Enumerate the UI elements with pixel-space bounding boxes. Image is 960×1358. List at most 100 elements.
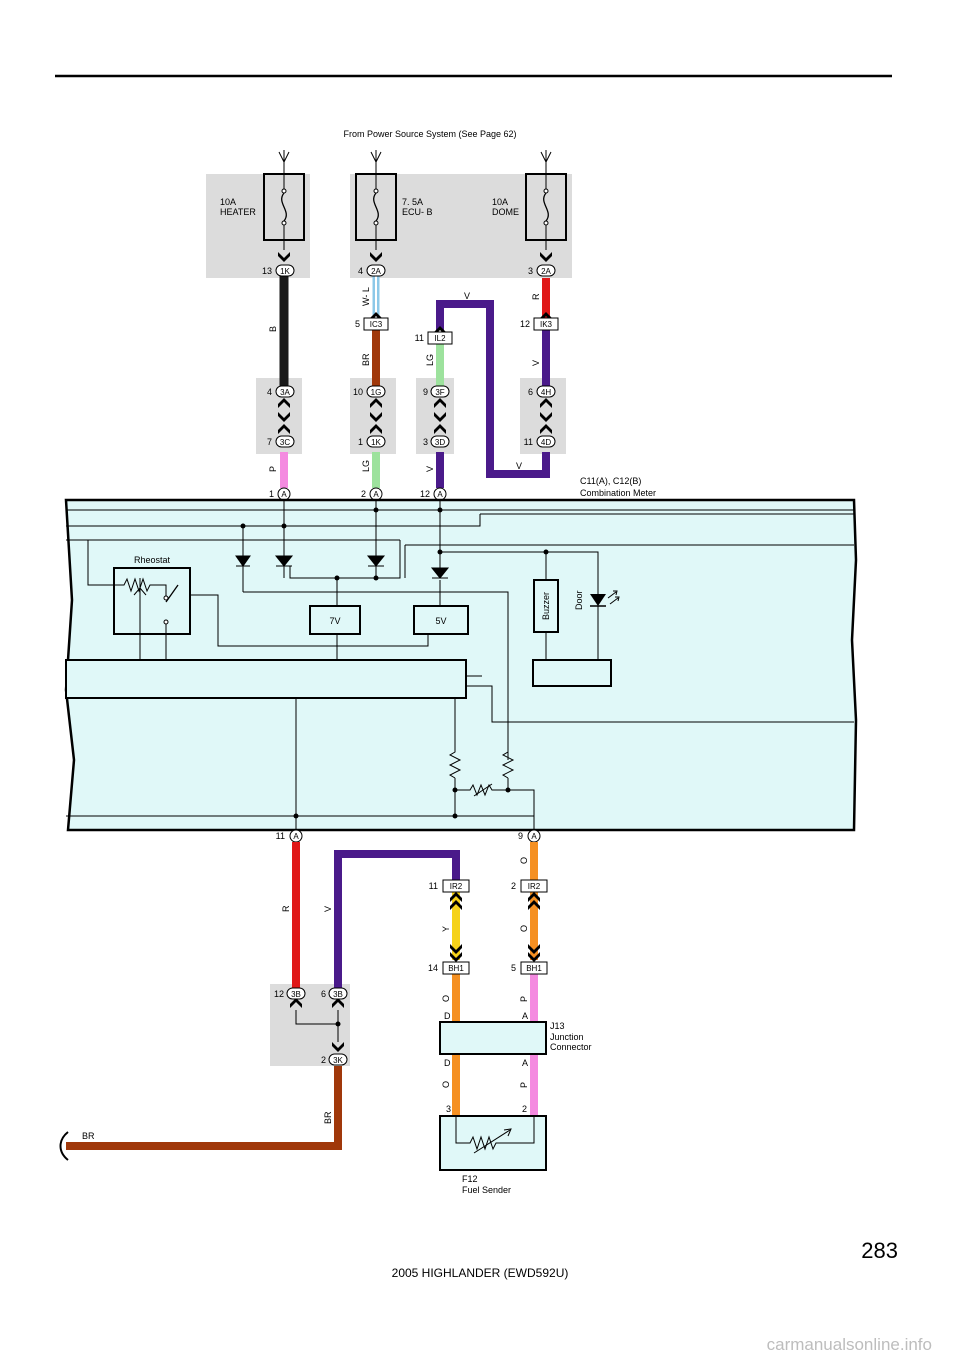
meter-ic-small: [532, 659, 612, 687]
meter-ic-main: [65, 659, 467, 699]
conn-3b-12-pin: 12: [274, 989, 284, 999]
wire-v-loop: [436, 300, 550, 478]
fuse-heater: [263, 173, 305, 250]
wire-code-p-2: P: [519, 996, 529, 1002]
meter-pin-a2-pin: 2: [361, 489, 366, 499]
watermark: carmanualsonline.info: [767, 1335, 932, 1354]
conn-bh1-left: [442, 961, 470, 975]
meter-pin-a12-pin: 12: [420, 489, 430, 499]
conn-il2-pin: 11: [415, 333, 424, 343]
conn-3k-id: 3K: [333, 1056, 343, 1065]
j13-a-bottom: A: [522, 1058, 528, 1068]
wire-code-r-1: R: [531, 293, 541, 300]
splice-3b: [295, 1010, 338, 1025]
fuel-sender-variable-resistor-icon: [455, 1116, 535, 1154]
conn-3d-pin: 3: [423, 437, 428, 447]
wire-code-o-1: O: [519, 857, 529, 864]
power-arrows: [278, 150, 552, 174]
ecu-dome-fuse-area: [350, 174, 572, 278]
conn-3b-6-pin: 6: [321, 989, 326, 999]
conn-4d-id: 4D: [541, 438, 551, 447]
conn-1k-lower-id: 1K: [371, 438, 381, 447]
conn-4h-pin: 6: [528, 387, 533, 397]
ecu-fuse-name: ECU- B: [402, 207, 433, 217]
conn-ik3-pin: 12: [520, 319, 530, 329]
meter-title-1: C11(A), C12(B): [580, 476, 641, 486]
diodes: [235, 555, 450, 579]
conn-bh1-left-pin: 14: [428, 963, 438, 973]
chevrons-upper: [278, 312, 552, 434]
conn-bh1-left-id: BH1: [448, 964, 464, 973]
rheostat-label: Rheostat: [134, 555, 171, 565]
wire-code-y: Y: [441, 926, 451, 932]
conn-1g-pin: 10: [353, 387, 363, 397]
wire-code-br-1: BR: [361, 353, 371, 366]
conn-3b-6: [328, 987, 348, 1000]
conn-ir2-left-id: IR2: [450, 882, 463, 891]
wire-code-v-1: V: [464, 291, 470, 301]
buzzer: [533, 579, 559, 633]
meter-pin-a11-pin: 11: [276, 831, 285, 841]
conn-3b-6-id: 3B: [333, 990, 343, 999]
conn-3f-pin: 9: [423, 387, 428, 397]
conn-ik3-id: IK3: [540, 320, 553, 329]
conn-3k-pin: 2: [321, 1055, 326, 1065]
conn-1g-id: 1G: [371, 388, 382, 397]
wire-br-ground: [66, 1066, 342, 1150]
page-number: 283: [861, 1238, 898, 1263]
wire-code-v-5: V: [323, 906, 333, 912]
meter-pin-a12-id: A: [437, 490, 443, 499]
meter-pin-a11-id: A: [293, 832, 299, 841]
heater-fuse-name: HEATER: [220, 207, 256, 217]
fuse-ecu-b: [355, 173, 397, 250]
meter-title-2: Combination Meter: [580, 488, 656, 498]
j13-junction-connector: [439, 1021, 547, 1055]
j13-title-3: Connector: [550, 1042, 592, 1052]
heater-fuse-amp: 10A: [220, 197, 236, 207]
wire-code-br-3: BR: [82, 1131, 95, 1141]
wire-code-lg-1: LG: [425, 354, 435, 366]
dome-fuse-amp: 10A: [492, 197, 508, 207]
conn-3d-id: 3D: [435, 438, 445, 447]
wire-code-v-3: V: [425, 466, 435, 472]
conn-3b-12-id: 3B: [291, 990, 301, 999]
fuse-dome: [525, 173, 567, 250]
j13-d-bottom: D: [444, 1058, 451, 1068]
conn-3k: [328, 1053, 348, 1066]
conn-ir2-left: [442, 879, 470, 893]
fuel-sender-title-1: F12: [462, 1174, 478, 1184]
buzzer-label: Buzzer: [541, 592, 551, 620]
sender-pin-2: 2: [522, 1104, 527, 1114]
regulator-5v: [413, 605, 469, 635]
conn-3b-12: [286, 987, 306, 1000]
meter-pin-a9-id: A: [531, 832, 537, 841]
rect-connectors: [363, 317, 559, 345]
oval-connectors: [275, 264, 556, 501]
wire-code-p-1: P: [268, 466, 278, 472]
footer-model: 2005 HIGHLANDER (EWD592U): [392, 1266, 569, 1280]
conn-2a-ecu-pin: 4: [358, 266, 363, 276]
meter-resistors: [448, 748, 515, 797]
fuse-bottom-chevrons: [278, 252, 552, 262]
wire-code-p-3: P: [519, 1082, 529, 1088]
conn-bh1-right-pin: 5: [511, 963, 516, 973]
conn-3a-pin: 4: [267, 387, 272, 397]
j13-title-1: J13: [550, 1021, 565, 1031]
conn-4h-id: 4H: [541, 388, 551, 397]
conn-3a-id: 3A: [280, 388, 290, 397]
meter-pin-a1-pin: 1: [269, 489, 274, 499]
conn-ic3-id: IC3: [370, 320, 383, 329]
wire-code-w-l: W- L: [361, 287, 371, 306]
conn-2a-ecu-id: 2A: [371, 267, 381, 276]
conn-ir2-right-id: IR2: [528, 882, 541, 891]
regulator-7v: [309, 605, 361, 635]
conn-ir2-left-pin: 11: [429, 881, 438, 891]
conn-ir2-right-pin: 2: [511, 881, 516, 891]
conn-1k-id: 1K: [280, 267, 290, 276]
conn-1k-pin: 13: [262, 266, 272, 276]
rheostat: [113, 567, 191, 635]
wire-code-o-2: O: [519, 925, 529, 932]
sender-pin-3: 3: [446, 1104, 451, 1114]
conn-4d-pin: 11: [524, 437, 533, 447]
